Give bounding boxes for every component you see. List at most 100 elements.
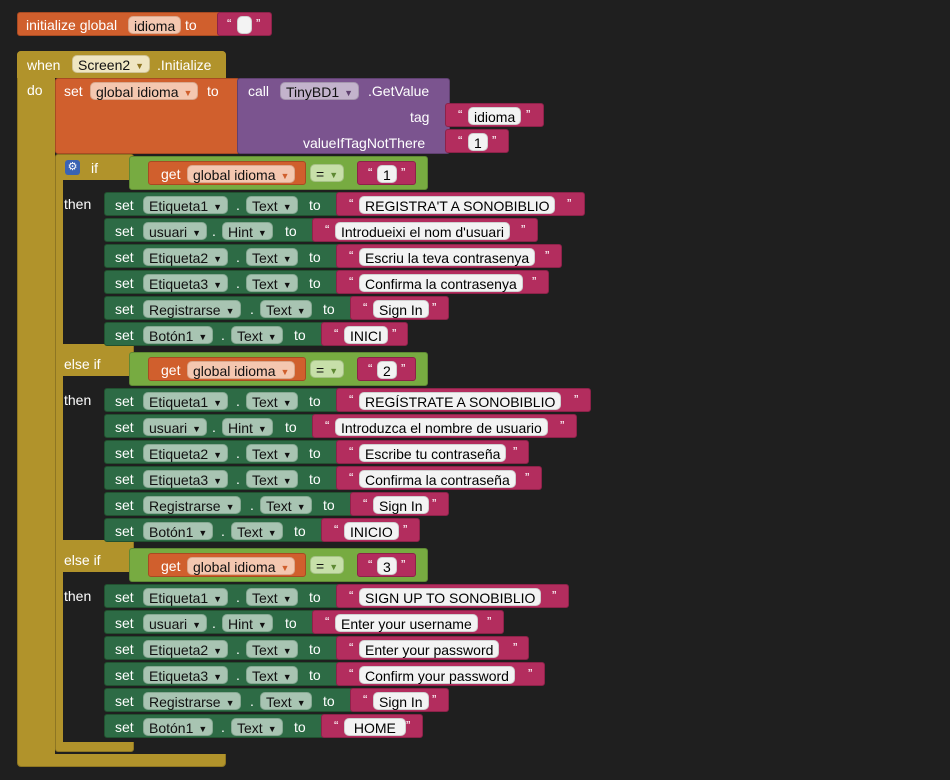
text-block[interactable]: “ Enter your username ”: [312, 610, 504, 634]
text-value-field[interactable]: REGÍSTRATE A SONOBIBLIO: [359, 392, 562, 410]
component-dropdown[interactable]: Etiqueta1▼: [143, 392, 229, 410]
set-property-block[interactable]: set Etiqueta2▼ . Text▼ to: [104, 244, 340, 268]
compare-value-field[interactable]: 1: [377, 165, 397, 183]
text-value-field[interactable]: INICIO: [344, 522, 399, 540]
global-var-name-field[interactable]: idioma: [128, 16, 182, 34]
compare-value-field[interactable]: 2: [377, 361, 397, 379]
component-dropdown[interactable]: Registrarse▼: [143, 496, 241, 514]
compare-value-field[interactable]: 3: [377, 557, 397, 575]
component-dropdown[interactable]: Botón1▼: [143, 326, 214, 344]
equals-dropdown[interactable]: =▼: [310, 164, 345, 182]
set-property-block[interactable]: set Registrarse▼ . Text▼ to: [104, 688, 354, 712]
text-value-field[interactable]: Introduzca el nombre de usuario: [335, 418, 548, 436]
set-property-block[interactable]: set Etiqueta1▼ . Text▼ to: [104, 388, 340, 412]
text-value-field[interactable]: Confirma la contrasenya: [359, 274, 523, 292]
text-block[interactable]: “ SIGN UP TO SONOBIBLIO ”: [336, 584, 569, 608]
property-dropdown[interactable]: Text▼: [246, 470, 298, 488]
component-dropdown[interactable]: Botón1▼: [143, 718, 214, 736]
text-value-field[interactable]: Enter your password: [359, 640, 500, 658]
text-value-field[interactable]: REGISTRA'T A SONOBIBLIO: [359, 196, 556, 214]
component-dropdown[interactable]: Registrarse▼: [143, 300, 241, 318]
text-block[interactable]: “ Escribe tu contraseña ”: [336, 440, 529, 464]
set-property-block[interactable]: set Registrarse▼ . Text▼ to: [104, 296, 354, 320]
set-global-block[interactable]: set global idioma▼ to: [55, 78, 240, 154]
property-dropdown[interactable]: Text▼: [231, 522, 283, 540]
property-dropdown[interactable]: Text▼: [231, 718, 283, 736]
property-dropdown[interactable]: Text▼: [246, 274, 298, 292]
component-dropdown[interactable]: Etiqueta3▼: [143, 274, 229, 292]
set-property-block[interactable]: set Etiqueta3▼ . Text▼ to: [104, 270, 340, 294]
compare-text-block[interactable]: “ 3 ”: [357, 553, 416, 577]
get-var-dropdown[interactable]: global idioma▼: [187, 165, 296, 183]
text-block[interactable]: “ Confirma la contrasenya ”: [336, 270, 549, 294]
property-dropdown[interactable]: Text▼: [246, 196, 298, 214]
component-dropdown[interactable]: Etiqueta3▼: [143, 470, 229, 488]
text-block[interactable]: “ Sign In ”: [350, 296, 449, 320]
component-dropdown[interactable]: Etiqueta1▼: [143, 196, 229, 214]
set-property-block[interactable]: set Botón1▼ . Text▼ to: [104, 714, 325, 738]
component-dropdown[interactable]: Etiqueta2▼: [143, 640, 229, 658]
set-property-block[interactable]: set usuari▼ . Hint▼ to: [104, 218, 316, 242]
text-block[interactable]: “ Sign In ”: [350, 688, 449, 712]
property-dropdown[interactable]: Text▼: [260, 692, 312, 710]
empty-text-block[interactable]: “ ”: [217, 12, 272, 36]
set-property-block[interactable]: set Etiqueta3▼ . Text▼ to: [104, 662, 340, 686]
text-value-field[interactable]: Sign In: [373, 692, 429, 710]
text-block[interactable]: “ Enter your password ”: [336, 636, 529, 660]
set-property-block[interactable]: set usuari▼ . Hint▼ to: [104, 610, 316, 634]
get-global-block[interactable]: get global idioma▼: [148, 161, 306, 185]
set-property-block[interactable]: set Etiqueta2▼ . Text▼ to: [104, 636, 340, 660]
tag-text-block[interactable]: “ idioma ”: [445, 103, 544, 127]
set-property-block[interactable]: set Botón1▼ . Text▼ to: [104, 518, 325, 542]
set-property-block[interactable]: set Etiqueta1▼ . Text▼ to: [104, 192, 340, 216]
get-var-dropdown[interactable]: global idioma▼: [187, 361, 296, 379]
text-block[interactable]: “ Confirm your password ”: [336, 662, 545, 686]
compare-text-block[interactable]: “ 2 ”: [357, 357, 416, 381]
property-dropdown[interactable]: Text▼: [246, 640, 298, 658]
text-value-field[interactable]: Confirm your password: [359, 666, 515, 684]
text-value-field[interactable]: Sign In: [373, 300, 429, 318]
text-value-field[interactable]: [237, 16, 252, 34]
text-value-field[interactable]: HOME: [344, 718, 406, 736]
property-dropdown[interactable]: Text▼: [246, 588, 298, 606]
get-global-block[interactable]: get global idioma▼: [148, 357, 306, 381]
text-value-field[interactable]: INICI: [344, 326, 388, 344]
property-dropdown[interactable]: Text▼: [246, 666, 298, 684]
property-dropdown[interactable]: Text▼: [246, 248, 298, 266]
property-dropdown[interactable]: Text▼: [246, 444, 298, 462]
set-property-block[interactable]: set Botón1▼ . Text▼ to: [104, 322, 325, 346]
text-block[interactable]: “ INICI ”: [321, 322, 408, 346]
text-block[interactable]: “ Escriu la teva contrasenya ”: [336, 244, 562, 268]
property-dropdown[interactable]: Hint▼: [222, 222, 273, 240]
component-dropdown[interactable]: Etiqueta1▼: [143, 588, 229, 606]
set-property-block[interactable]: set Etiqueta3▼ . Text▼ to: [104, 466, 340, 490]
set-property-block[interactable]: set usuari▼ . Hint▼ to: [104, 414, 316, 438]
component-dropdown[interactable]: Etiqueta3▼: [143, 666, 229, 684]
text-block[interactable]: “ HOME ”: [321, 714, 423, 738]
property-dropdown[interactable]: Text▼: [260, 496, 312, 514]
text-value-field[interactable]: Confirma la contraseña: [359, 470, 516, 488]
set-property-block[interactable]: set Registrarse▼ . Text▼ to: [104, 492, 354, 516]
text-value-field[interactable]: SIGN UP TO SONOBIBLIO: [359, 588, 542, 606]
set-var-dropdown[interactable]: global idioma▼: [90, 82, 199, 100]
screen-dropdown[interactable]: Screen2▼: [72, 55, 151, 73]
tinydb-dropdown[interactable]: TinyBD1▼: [280, 82, 360, 100]
text-block[interactable]: “ INICIO ”: [321, 518, 420, 542]
property-dropdown[interactable]: Text▼: [260, 300, 312, 318]
gear-icon[interactable]: ⚙: [65, 160, 80, 175]
get-var-dropdown[interactable]: global idioma▼: [187, 557, 296, 575]
get-global-block[interactable]: get global idioma▼: [148, 553, 306, 577]
text-block[interactable]: “ REGÍSTRATE A SONOBIBLIO ”: [336, 388, 591, 412]
text-value-field[interactable]: Introdueixi el nom d'usuari: [335, 222, 510, 240]
set-property-block[interactable]: set Etiqueta2▼ . Text▼ to: [104, 440, 340, 464]
component-dropdown[interactable]: Etiqueta2▼: [143, 248, 229, 266]
text-block[interactable]: “ Sign In ”: [350, 492, 449, 516]
getvalue-call-block[interactable]: call TinyBD1▼ .GetValue tag valueIfTagNo…: [237, 78, 450, 154]
equals-dropdown[interactable]: =▼: [310, 556, 345, 574]
text-value-field[interactable]: Sign In: [373, 496, 429, 514]
text-value-field[interactable]: Enter your username: [335, 614, 478, 632]
initialize-global-block[interactable]: initialize global idioma to: [17, 12, 223, 36]
text-block[interactable]: “ Introdueixi el nom d'usuari ”: [312, 218, 538, 242]
default-text-block[interactable]: “ 1 ”: [445, 129, 509, 153]
text-block[interactable]: “ Introduzca el nombre de usuario ”: [312, 414, 577, 438]
